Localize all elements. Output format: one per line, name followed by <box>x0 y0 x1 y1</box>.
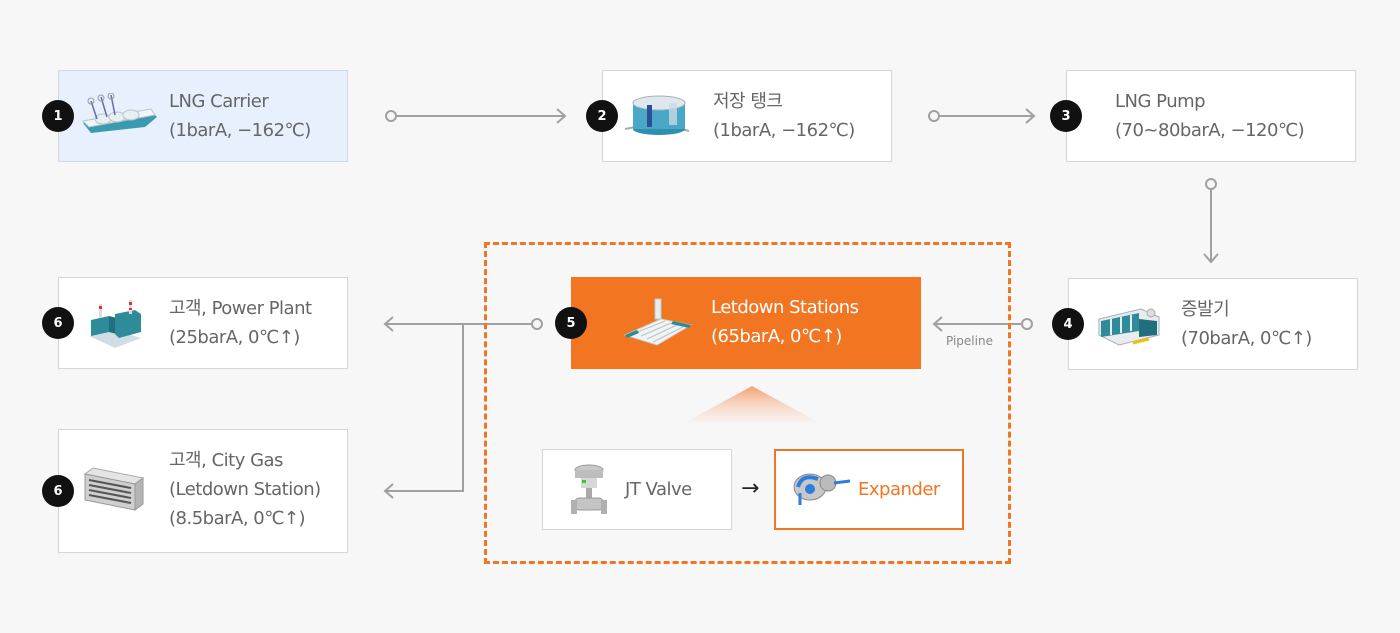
connector-start-dot <box>385 110 397 122</box>
node-spec: (70barA, 0℃↑) <box>1181 328 1312 349</box>
node-title: LNG Pump <box>1115 91 1206 112</box>
node-spec: (70~80barA, −120℃) <box>1115 120 1305 141</box>
step-badge: 3 <box>1050 100 1082 132</box>
step-badge: 2 <box>586 100 618 132</box>
pipeline-label: Pipeline <box>946 334 993 348</box>
arrow-head <box>1203 253 1219 264</box>
node-vaporizer[interactable]: 증발기 (70barA, 0℃↑) <box>1068 278 1358 370</box>
node-city-gas[interactable]: 고객, City Gas (Letdown Station) (8.5barA,… <box>58 429 348 553</box>
connector-start-dot <box>1205 178 1217 190</box>
arrow-head <box>556 108 567 124</box>
node-spec: (8.5barA, 0℃↑) <box>169 508 306 529</box>
step-badge: 6 <box>42 475 74 507</box>
lng-carrier-ship-icon <box>79 92 159 143</box>
node-spec: (65barA, 0℃↑) <box>711 326 842 347</box>
jt-valve-label: JT Valve <box>625 479 692 500</box>
step-badge: 4 <box>1052 308 1084 340</box>
node-spec: (25barA, 0℃↑) <box>169 327 300 348</box>
node-spec: (1barA, −162℃) <box>713 120 855 141</box>
step-badge: 6 <box>42 307 74 339</box>
expander-label: Expander <box>858 479 940 500</box>
power-plant-icon <box>85 298 145 354</box>
city-gas-building-icon <box>83 466 145 518</box>
node-title: Letdown Stations <box>711 297 859 318</box>
step-badge: 5 <box>555 307 587 339</box>
expander-turbine-icon <box>792 469 852 513</box>
step-badge: 1 <box>42 100 74 132</box>
storage-tank-icon <box>624 93 691 143</box>
node-storage-tank[interactable]: 저장 탱크 (1barA, −162℃) <box>602 70 892 162</box>
connector-start-dot <box>1021 318 1033 330</box>
expander-box[interactable]: Expander <box>774 449 964 530</box>
node-title: 고객, City Gas <box>169 450 283 471</box>
jt-valve-icon <box>571 462 607 522</box>
node-title: 증발기 <box>1181 299 1230 320</box>
node-title: LNG Carrier <box>169 91 269 112</box>
node-lng-pump[interactable]: LNG Pump (70~80barA, −120℃) <box>1066 70 1356 162</box>
vaporizer-plant-icon <box>1093 299 1165 353</box>
jt-valve-box[interactable]: JT Valve <box>542 449 732 530</box>
node-title: 고객, Power Plant <box>169 298 312 319</box>
node-lng-carrier[interactable]: LNG Carrier (1barA, −162℃) <box>58 70 348 162</box>
node-subtitle: (Letdown Station) <box>169 479 321 500</box>
letdown-station-group <box>484 242 1011 564</box>
node-letdown-stations[interactable]: Letdown Stations (65barA, 0℃↑) <box>571 277 921 369</box>
node-title: 저장 탱크 <box>713 91 783 112</box>
sub-flow-arrow-icon: → <box>741 476 759 501</box>
connector-start-dot <box>928 110 940 122</box>
node-power-plant[interactable]: 고객, Power Plant (25barA, 0℃↑) <box>58 277 348 369</box>
node-spec: (1barA, −162℃) <box>169 120 311 141</box>
letdown-station-icon <box>621 297 695 351</box>
arrow-5-to-city-gas <box>385 324 464 492</box>
arrow-head <box>1025 108 1036 124</box>
